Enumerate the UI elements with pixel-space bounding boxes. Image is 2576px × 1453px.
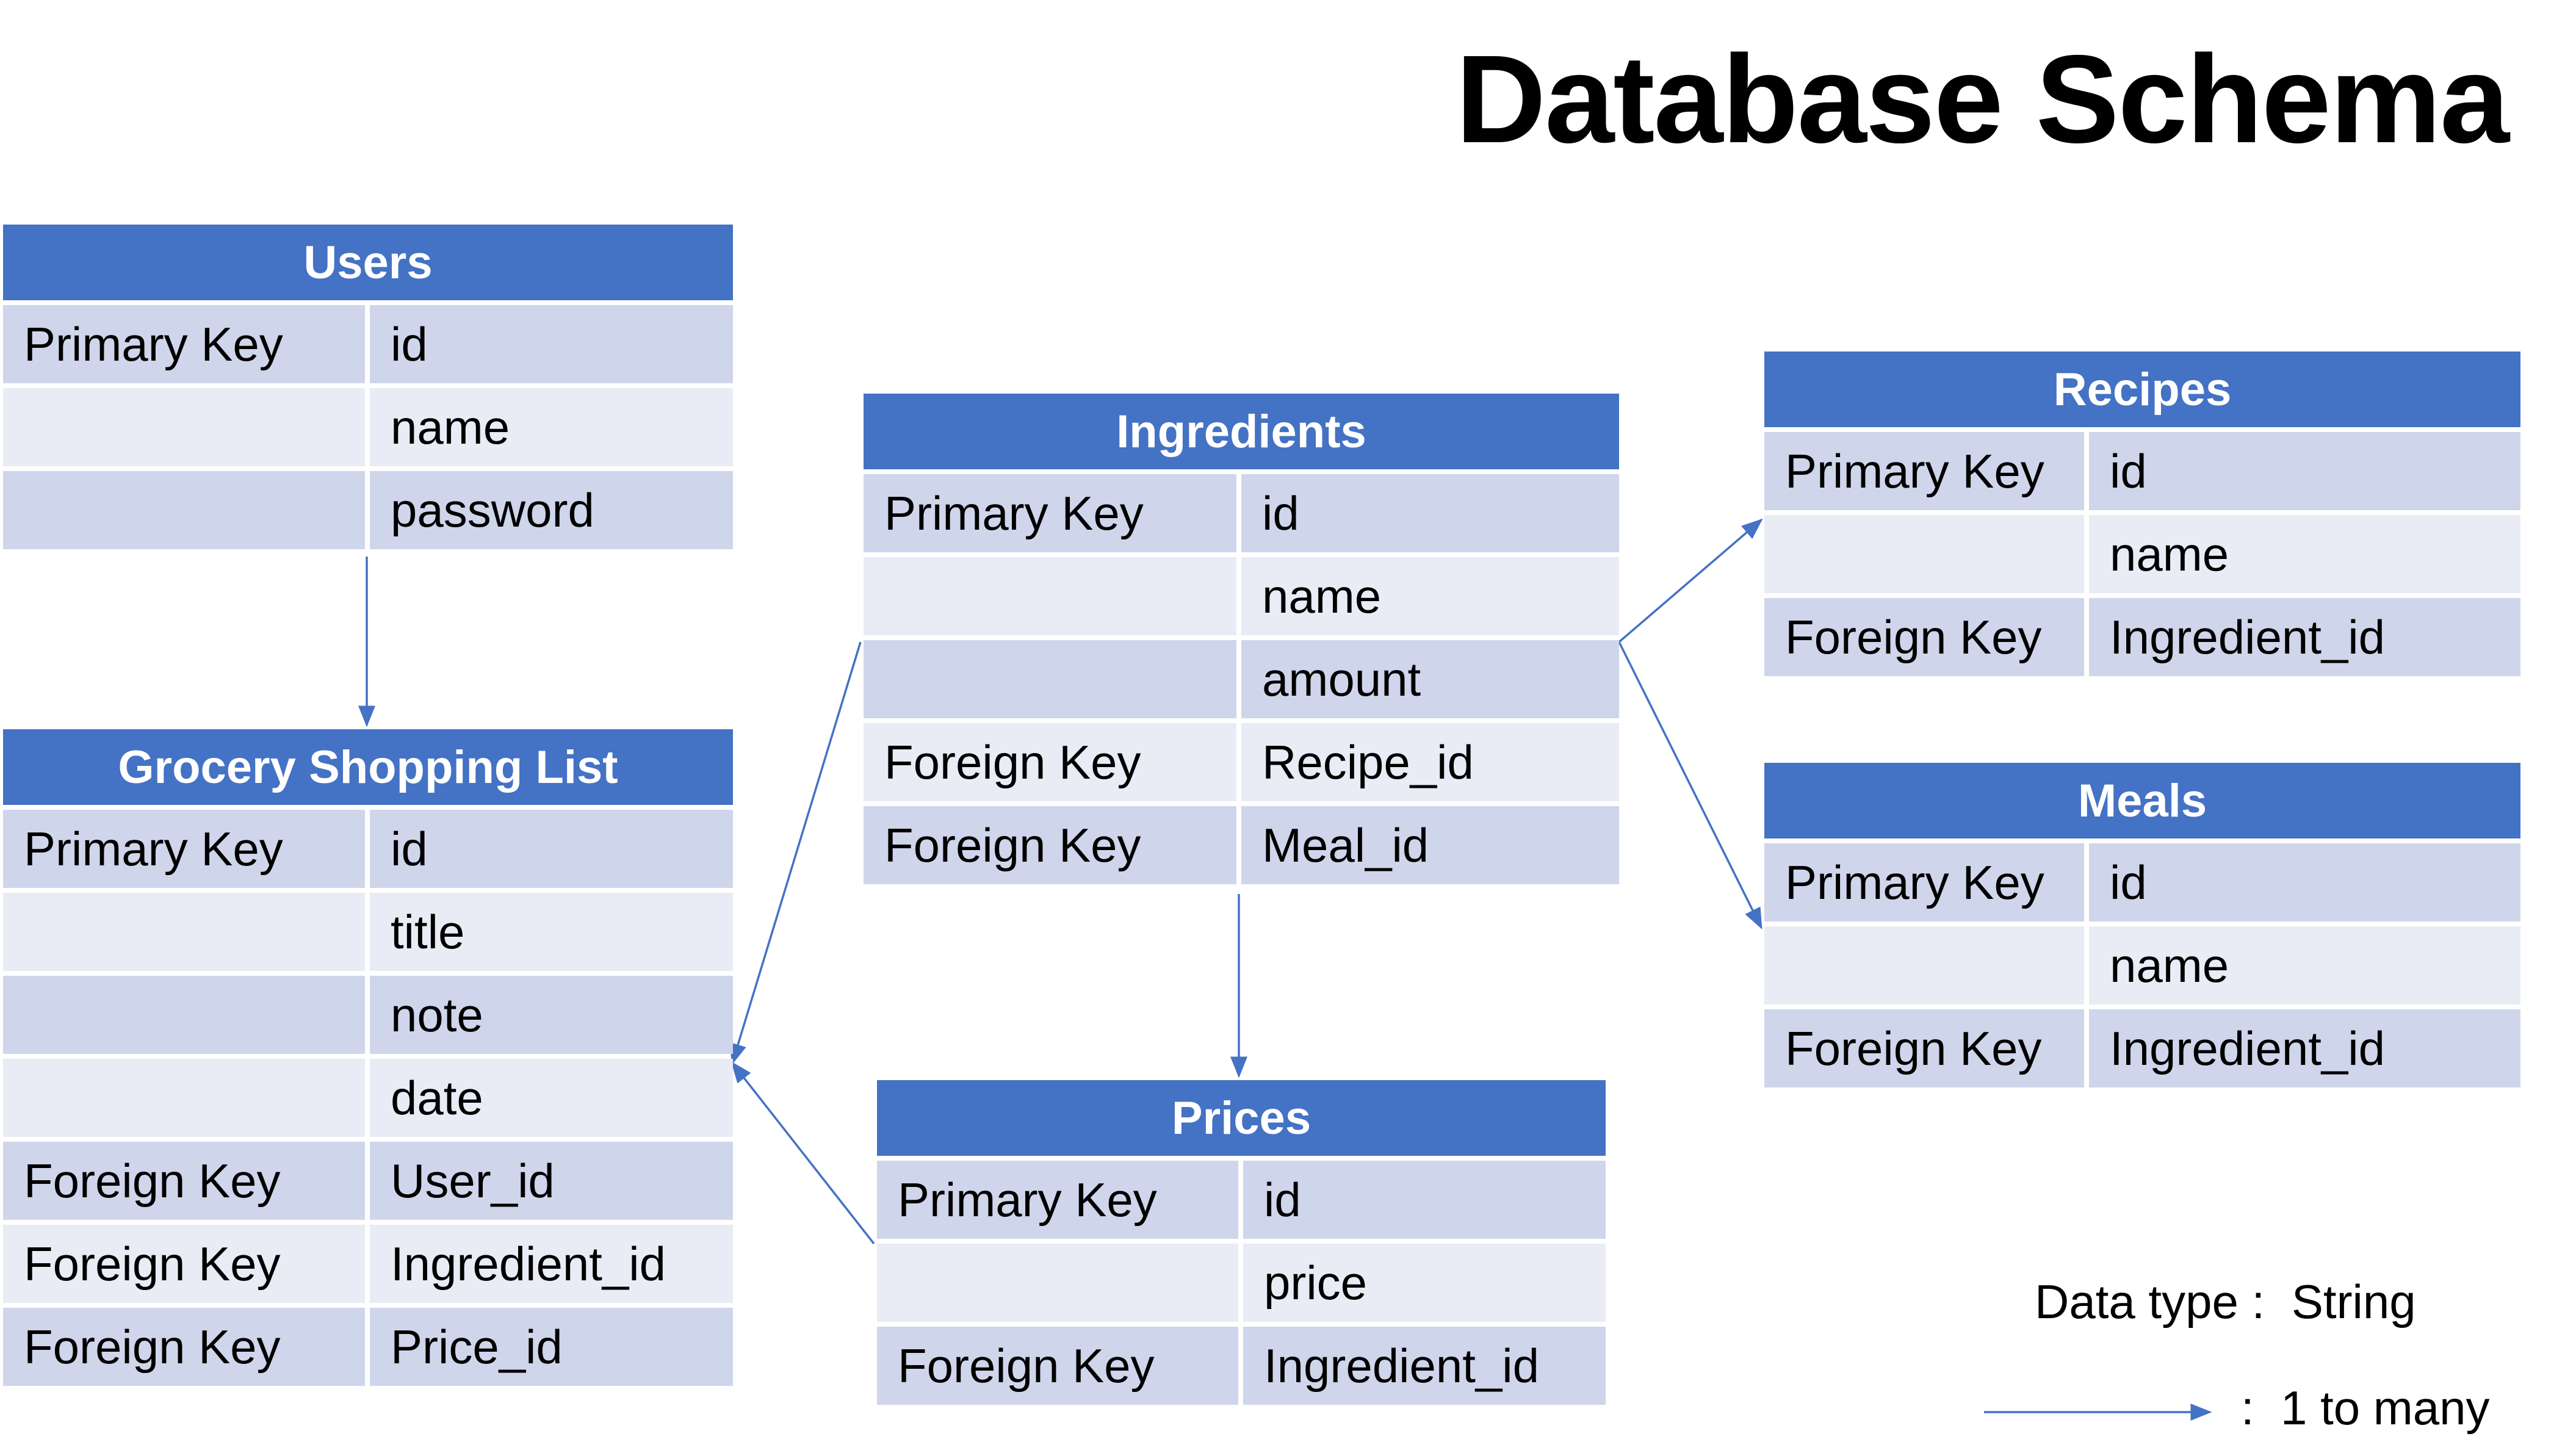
field-name-cell: Ingredient_id xyxy=(2089,1009,2520,1087)
key-type-cell: Primary Key xyxy=(1764,843,2084,921)
table-row: Foreign Key User_id xyxy=(3,1142,733,1220)
table-users: Users Primary Key id name password xyxy=(3,225,733,549)
key-type-cell: Primary Key xyxy=(3,305,365,383)
field-name-cell: Price_id xyxy=(370,1308,733,1386)
field-name-cell: id xyxy=(1241,474,1619,552)
table-row: Primary Key id xyxy=(1764,843,2520,921)
table-row: note xyxy=(3,976,733,1054)
key-type-cell xyxy=(3,893,365,971)
legend-arrow-label: : 1 to many xyxy=(2241,1381,2490,1435)
link-ingredients-to-grocery xyxy=(729,641,862,1065)
key-type-cell xyxy=(877,1244,1238,1322)
key-type-cell: Foreign Key xyxy=(1764,598,2084,676)
field-name-cell: price xyxy=(1243,1244,1606,1322)
field-name-cell: id xyxy=(1243,1161,1606,1239)
link-ingredients-to-meals xyxy=(1618,641,1762,930)
key-type-cell xyxy=(1764,926,2084,1004)
page-title: Database Schema xyxy=(1456,29,2509,169)
table-row: name xyxy=(864,557,1619,635)
field-name-cell: Meal_id xyxy=(1241,806,1619,884)
field-name-cell: name xyxy=(370,388,733,466)
table-header: Meals xyxy=(1764,763,2520,838)
table-row: name xyxy=(1764,926,2520,1004)
table-row: Primary Key id xyxy=(1764,432,2520,510)
key-type-cell xyxy=(3,1059,365,1137)
link-prices-to-grocery xyxy=(731,1061,875,1245)
field-name-cell: id xyxy=(2089,432,2520,510)
key-type-cell: Foreign Key xyxy=(3,1142,365,1220)
table-header: Users xyxy=(3,225,733,300)
table-recipes: Recipes Primary Key id name Foreign Key … xyxy=(1764,352,2520,676)
legend-data-type-value: String xyxy=(2291,1275,2416,1329)
field-name-cell: title xyxy=(370,893,733,971)
key-type-cell xyxy=(3,976,365,1054)
table-header: Ingredients xyxy=(864,394,1619,469)
table-row: Foreign Key Ingredient_id xyxy=(1764,1009,2520,1087)
key-type-cell: Foreign Key xyxy=(3,1225,365,1303)
key-type-cell: Primary Key xyxy=(864,474,1236,552)
field-name-cell: Ingredient_id xyxy=(370,1225,733,1303)
field-name-cell: id xyxy=(2089,843,2520,921)
key-type-cell: Foreign Key xyxy=(1764,1009,2084,1087)
key-type-cell xyxy=(864,557,1236,635)
key-type-cell: Foreign Key xyxy=(864,806,1236,884)
table-meals: Meals Primary Key id name Foreign Key In… xyxy=(1764,763,2520,1087)
table-row: Foreign Key Ingredient_id xyxy=(3,1225,733,1303)
table-row: Primary Key id xyxy=(3,305,733,383)
table-row: price xyxy=(877,1244,1606,1322)
table-ingredients: Ingredients Primary Key id name amount F… xyxy=(864,394,1619,884)
field-name-cell: id xyxy=(370,810,733,888)
key-type-cell: Primary Key xyxy=(877,1161,1238,1239)
table-prices: Prices Primary Key id price Foreign Key … xyxy=(877,1080,1606,1405)
table-row: Foreign Key Recipe_id xyxy=(864,723,1619,801)
field-name-cell: User_id xyxy=(370,1142,733,1220)
key-type-cell xyxy=(1764,515,2084,593)
table-header: Prices xyxy=(877,1080,1606,1156)
key-type-cell: Foreign Key xyxy=(3,1308,365,1386)
field-name-cell: password xyxy=(370,471,733,549)
legend-data-type: Data type : String xyxy=(2035,1274,2416,1330)
table-row: title xyxy=(3,893,733,971)
table-row: Primary Key id xyxy=(3,810,733,888)
key-type-cell xyxy=(3,388,365,466)
field-name-cell: amount xyxy=(1241,640,1619,718)
table-header: Grocery Shopping List xyxy=(3,729,733,805)
table-grocery-shopping-list: Grocery Shopping List Primary Key id tit… xyxy=(3,729,733,1386)
key-type-cell: Primary Key xyxy=(3,810,365,888)
table-row: amount xyxy=(864,640,1619,718)
field-name-cell: name xyxy=(2089,926,2520,1004)
table-row: date xyxy=(3,1059,733,1137)
field-name-cell: Ingredient_id xyxy=(2089,598,2520,676)
key-type-cell xyxy=(864,640,1236,718)
table-row: Primary Key id xyxy=(877,1161,1606,1239)
table-row: Foreign Key Meal_id xyxy=(864,806,1619,884)
table-row: Foreign Key Ingredient_id xyxy=(877,1327,1606,1405)
key-type-cell xyxy=(3,471,365,549)
table-row: Primary Key id xyxy=(864,474,1619,552)
field-name-cell: name xyxy=(2089,515,2520,593)
field-name-cell: Ingredient_id xyxy=(1243,1327,1606,1405)
table-row: password xyxy=(3,471,733,549)
key-type-cell: Primary Key xyxy=(1764,432,2084,510)
link-ingredients-to-recipes xyxy=(1618,518,1763,643)
key-type-cell: Foreign Key xyxy=(877,1327,1238,1405)
table-row: Foreign Key Price_id xyxy=(3,1308,733,1386)
field-name-cell: name xyxy=(1241,557,1619,635)
key-type-cell: Foreign Key xyxy=(864,723,1236,801)
table-row: name xyxy=(3,388,733,466)
field-name-cell: date xyxy=(370,1059,733,1137)
field-name-cell: note xyxy=(370,976,733,1054)
legend-data-type-label: Data type : xyxy=(2035,1275,2265,1329)
table-row: name xyxy=(1764,515,2520,593)
field-name-cell: id xyxy=(370,305,733,383)
table-header: Recipes xyxy=(1764,352,2520,427)
field-name-cell: Recipe_id xyxy=(1241,723,1619,801)
table-row: Foreign Key Ingredient_id xyxy=(1764,598,2520,676)
